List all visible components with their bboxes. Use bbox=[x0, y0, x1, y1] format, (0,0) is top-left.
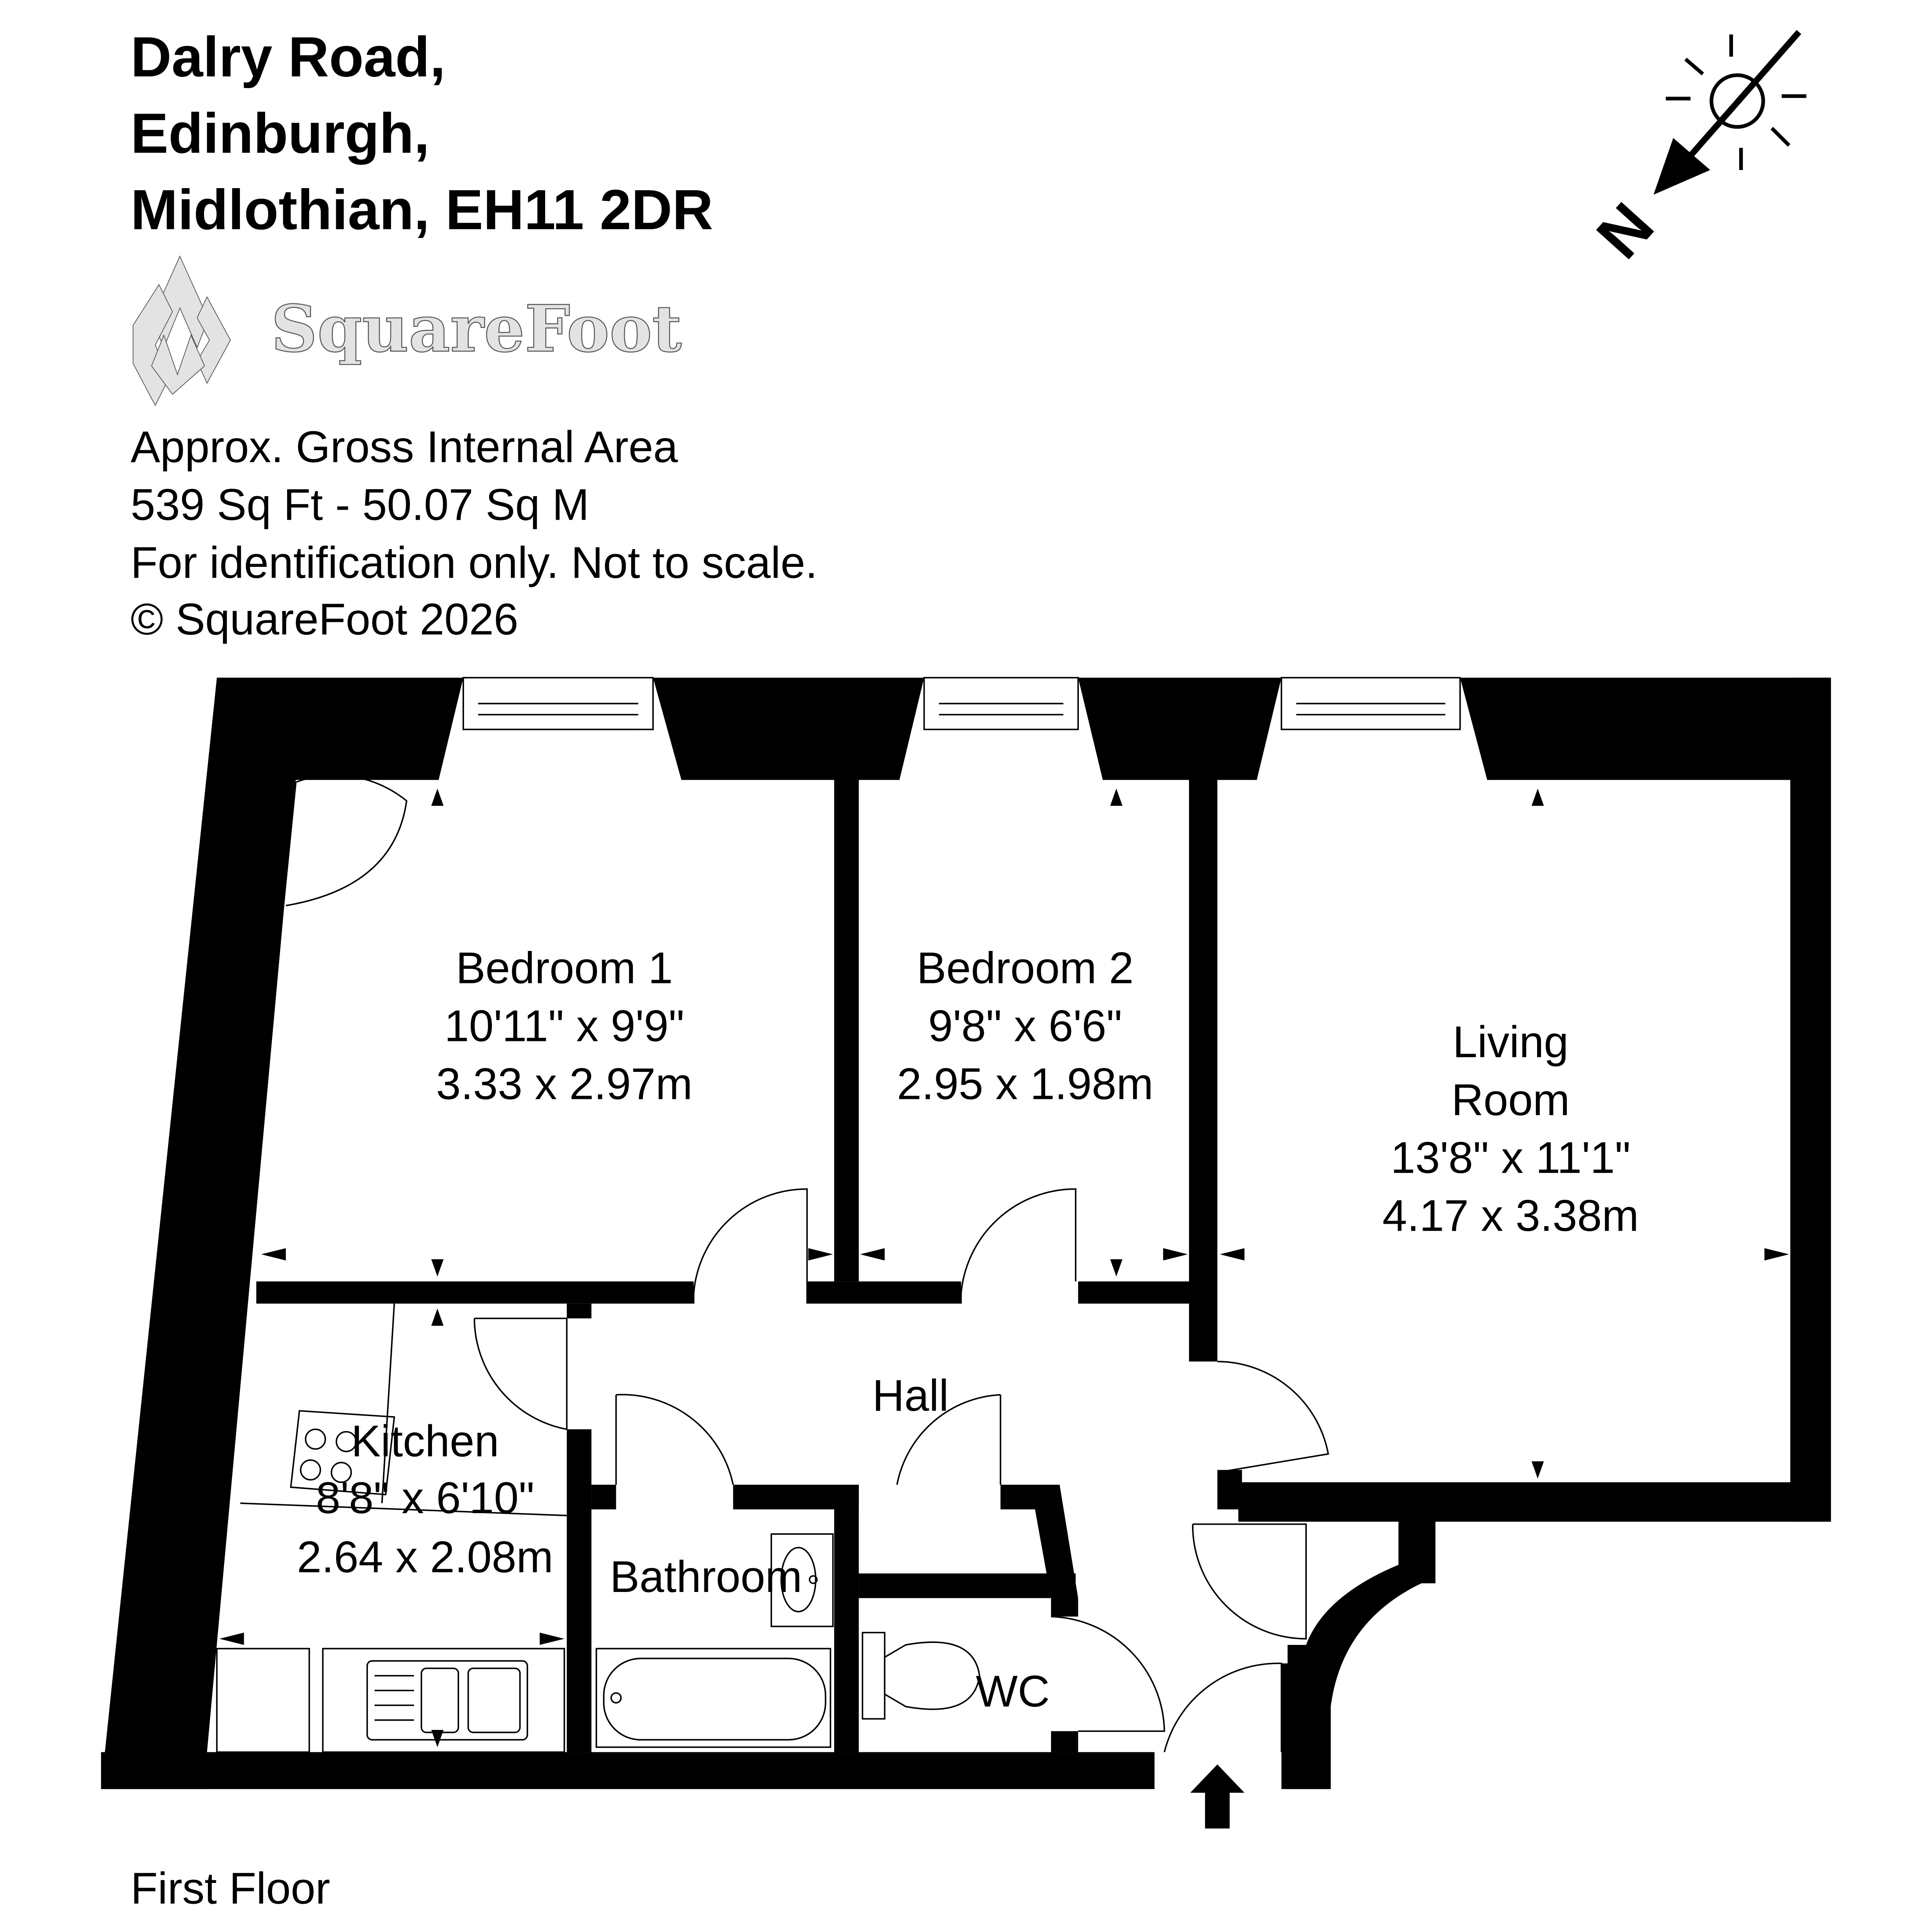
area-line-2: 539 Sq Ft - 50.07 Sq M bbox=[131, 480, 589, 530]
logo-text: SquareFoot bbox=[271, 291, 682, 367]
room-dimensions-metric: 2.64 x 2.08m bbox=[297, 1532, 553, 1582]
room-dimensions-imperial: 10'11" x 9'9" bbox=[444, 1002, 684, 1051]
address-line-3: Midlothian, EH11 2DR bbox=[131, 178, 713, 242]
room-dimensions-metric: 3.33 x 2.97m bbox=[436, 1059, 693, 1109]
squarefoot-logo: SquareFoot bbox=[133, 255, 682, 406]
sun-icon bbox=[1666, 34, 1806, 170]
entrance-arrow-icon bbox=[1190, 1764, 1245, 1829]
washbasin-icon bbox=[770, 1533, 834, 1628]
appliance bbox=[216, 1648, 310, 1753]
room-dimensions-imperial: 13'8" x 11'1" bbox=[1391, 1133, 1631, 1183]
room-dimensions-metric: 4.17 x 3.38m bbox=[1383, 1191, 1639, 1241]
address-line-1: Dalry Road, bbox=[131, 26, 446, 89]
hob-icon bbox=[290, 1410, 395, 1496]
sink-icon bbox=[366, 1660, 528, 1741]
room-wc: WC bbox=[976, 1667, 1050, 1716]
room-name: Kitchen bbox=[351, 1417, 499, 1466]
room-bathroom: Bathroom bbox=[610, 1552, 802, 1602]
windows bbox=[439, 677, 1487, 780]
room-name-line-1: Living bbox=[1452, 1017, 1568, 1067]
address-line-2: Edinburgh, bbox=[131, 102, 430, 165]
north-arrow-icon bbox=[1653, 30, 1801, 195]
logo-diamond-icon bbox=[133, 255, 231, 406]
doors bbox=[231, 774, 1329, 1752]
room-name: Bedroom 1 bbox=[456, 944, 673, 993]
room-dimensions-imperial: 9'8" x 6'6" bbox=[928, 1002, 1122, 1051]
room-dimensions-metric: 2.95 x 1.98m bbox=[897, 1059, 1153, 1109]
fixtures bbox=[216, 1303, 981, 1753]
area-line-1: Approx. Gross Internal Area bbox=[131, 422, 678, 472]
room-name: Bedroom 2 bbox=[917, 944, 1133, 993]
dimension-arrows bbox=[219, 788, 1789, 1747]
room-name-line-2: Room bbox=[1451, 1075, 1570, 1125]
area-line-4: © SquareFoot 2026 bbox=[131, 595, 519, 644]
room-living-room: Living Room 13'8" x 11'1" 4.17 x 3.38m bbox=[1383, 1017, 1639, 1241]
area-line-3: For identification only. Not to scale. bbox=[131, 538, 818, 588]
floor-label: First Floor bbox=[131, 1864, 330, 1913]
compass-north-label: N bbox=[1583, 190, 1667, 272]
compass: N bbox=[1583, 30, 1806, 272]
room-bedroom-2: Bedroom 2 9'8" x 6'6" 2.95 x 1.98m bbox=[897, 944, 1153, 1109]
room-kitchen: Kitchen 8'8" x 6'10" 2.64 x 2.08m bbox=[297, 1417, 553, 1582]
bathtub-icon bbox=[595, 1648, 832, 1748]
room-bedroom-1: Bedroom 1 10'11" x 9'9" 3.33 x 2.97m bbox=[436, 944, 693, 1109]
toilet-icon bbox=[862, 1632, 981, 1720]
room-hall: Hall bbox=[872, 1371, 949, 1420]
room-dimensions-imperial: 8'8" x 6'10" bbox=[316, 1473, 534, 1523]
